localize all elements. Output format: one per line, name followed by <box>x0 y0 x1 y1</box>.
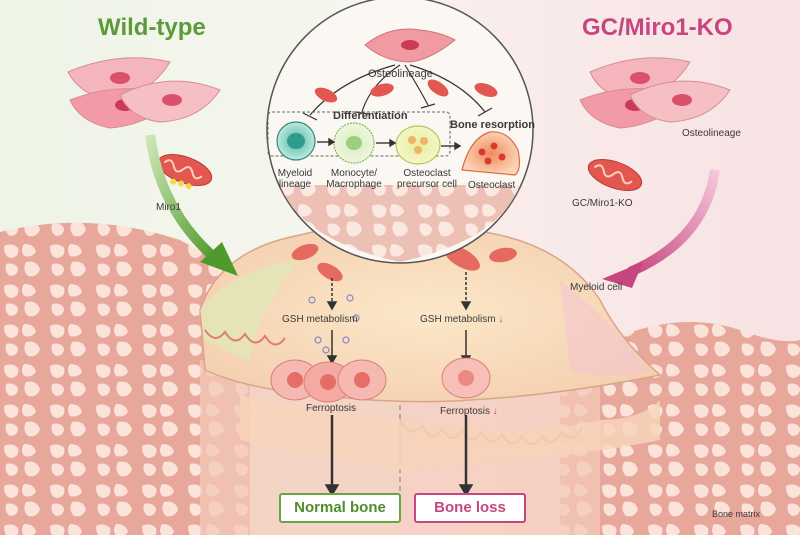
right-osteolineage-label: Osteolineage <box>682 128 741 139</box>
stage-myeloid-line1: Myeloid <box>277 168 313 179</box>
bone-loss-outcome: Bone loss <box>414 493 526 523</box>
stage-myeloid-line2: lineage <box>278 179 312 190</box>
left-gsh-metabolism-label: GSH metabolism <box>282 314 358 325</box>
bone-matrix-left <box>0 222 250 535</box>
ko-arrow <box>628 169 720 277</box>
knockout-title: GC/Miro1-KO <box>582 14 733 41</box>
stage-precursor-line2: precursor cell <box>396 179 458 190</box>
ferroptosis-cell-right <box>441 357 491 399</box>
stage-precursor-line1: Osteoclast <box>403 168 451 179</box>
wild-type-arrow <box>145 134 219 262</box>
ko-mitochondrion <box>587 158 643 192</box>
wild-type-title: Wild-type <box>98 14 206 41</box>
bone-resorption-label: Bone resorption <box>450 119 535 131</box>
left-ferroptosis-label: Ferroptosis <box>306 403 357 414</box>
normal-bone-outcome: Normal bone <box>279 493 401 523</box>
myeloid-cell-label: Myeloid cell <box>570 282 623 293</box>
stage-osteoclast-precursor: Osteoclast precursor cell <box>394 168 460 190</box>
miro1-label: Miro1 <box>156 202 182 213</box>
ferroptosis-down-arrow-icon: ↓ <box>492 406 498 417</box>
right-ferroptosis-text: Ferroptosis <box>440 406 491 417</box>
bone-matrix-label: Bone matrix <box>712 509 761 519</box>
right-gsh-text: GSH metabolism <box>420 314 496 325</box>
stage-myeloid-lineage: Myeloid lineage <box>273 168 317 190</box>
ferroptosis-cells-left <box>270 359 387 403</box>
wild-type-osteolineage-cells <box>67 57 221 129</box>
right-gsh-metabolism-label: GSH metabolism ↓ <box>420 314 503 325</box>
ko-osteolineage-cells <box>579 57 731 129</box>
stage-monocyte-line1: Monocyte/ <box>330 168 378 179</box>
miro1-ko-label: GC/Miro1-KO <box>572 198 633 209</box>
stage-monocyte-line2: Macrophage <box>326 179 382 190</box>
differentiation-label: Differentiation <box>333 110 408 122</box>
stage-monocyte-macrophage: Monocyte/ Macrophage <box>326 168 382 190</box>
stage-osteoclast: Osteoclast <box>468 180 516 191</box>
right-ferroptosis-label: Ferroptosis ↓ <box>440 406 498 417</box>
gsh-down-arrow-icon: ↓ <box>498 314 504 325</box>
inset-osteolineage-label: Osteolineage <box>368 68 433 80</box>
